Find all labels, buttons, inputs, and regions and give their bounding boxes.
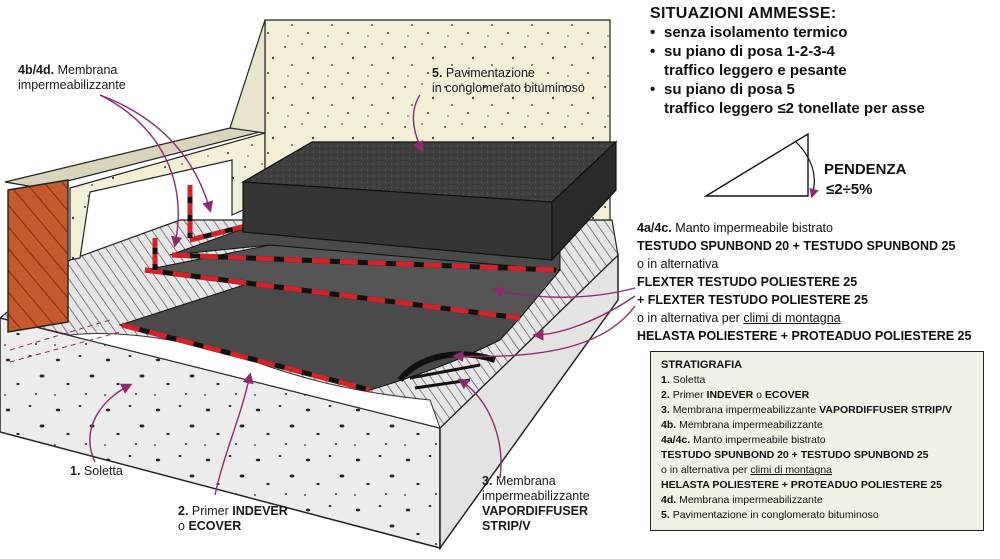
strat-row-6: TESTUDO SPUNBOND 20 + TESTUDO SPUNBOND 2… xyxy=(661,449,929,461)
label-5-text2: in conglomerato bituminoso xyxy=(432,81,585,95)
strat-row-3-num: 3. xyxy=(661,404,670,416)
label-2: 2. Primer INDEVER o ECOVER xyxy=(178,504,288,534)
strat-row-5-text: Manto impermeabile bistrato xyxy=(693,434,826,446)
strat-row-10: 5. Pavimentazione in conglomerato bitumi… xyxy=(661,508,973,523)
strat-row-4-text: Membrana impermeabilizzante xyxy=(679,419,823,431)
label-3-text1: Membrana xyxy=(495,474,556,488)
strat-row-2-bold1: INDEVER xyxy=(706,389,754,401)
label-5-text1: Pavimentazione xyxy=(445,66,535,80)
hidden-edge-lines xyxy=(9,319,121,363)
admitted-situations: SITUAZIONI AMMESSE: senza isolamento ter… xyxy=(650,4,925,118)
strat-row-2-num: 2. xyxy=(661,389,670,401)
specs-line4: FLEXTER TESTUDO POLIESTERE 25 xyxy=(637,275,858,289)
label-2-number: 2. xyxy=(178,504,189,518)
specs-line1-num: 4a/4c. xyxy=(637,221,672,235)
asphalt-side xyxy=(551,140,617,262)
situation-item-2: su piano di posa 1-2-3-4 xyxy=(650,42,925,61)
strat-row-7-u: climi di montagna xyxy=(750,464,833,476)
specs-line6-u: climi di montagna xyxy=(743,311,841,325)
label-1: 1. Soletta xyxy=(70,464,123,479)
strat-row-1: 1. Soletta xyxy=(661,373,973,388)
strat-row-2-text: Primer xyxy=(672,389,704,401)
situation-item-2-detail: traffico leggero e pesante xyxy=(664,62,847,79)
label-2-text1: Primer xyxy=(191,504,229,518)
label-2-text2: o xyxy=(178,519,185,533)
strat-row-2-o: o xyxy=(756,389,762,401)
strat-row-7: o in alternativa per climi di montagna xyxy=(661,463,973,478)
strat-row-8: HELASTA POLIESTERE + PROTEADUO POLIESTER… xyxy=(661,479,942,491)
specs-line3: o in alternativa xyxy=(637,257,719,271)
strat-row-3-bold: VAPORDIFFUSER STRIP/V xyxy=(819,404,952,416)
strat-row-9: 4d. Membrana impermeabilizzante xyxy=(661,493,973,508)
specs-line7: HELASTA POLIESTERE + PROTEADUO POLIESTER… xyxy=(637,329,972,343)
slope-diagram xyxy=(703,132,819,199)
strat-row-10-num: 5. xyxy=(661,509,670,521)
label-2-bold2: ECOVER xyxy=(188,519,242,533)
label-5: 5. Pavimentazione in conglomerato bitumi… xyxy=(432,66,585,96)
situation-item-3: su piano di posa 5 xyxy=(650,80,925,99)
overlap-strips xyxy=(121,185,557,393)
specs-line2: TESTUDO SPUNBOND 20 + TESTUDO SPUNBOND 2… xyxy=(637,239,956,253)
stratigraphy-title: STRATIGRAFIA xyxy=(661,359,743,371)
specs-line6-a: o in alternativa per xyxy=(637,311,740,325)
stratigraphy-box: STRATIGRAFIA 1. Soletta 2. Primer INDEVE… xyxy=(650,351,984,531)
strat-row-5: 4a/4c. Manto impermeabile bistrato xyxy=(661,433,973,448)
situation-item-1: senza isolamento termico xyxy=(650,23,925,42)
label-1-number: 1. xyxy=(70,464,81,478)
situations-title: SITUAZIONI AMMESSE: xyxy=(650,5,837,22)
strat-row-5-num: 4a/4c. xyxy=(661,434,691,446)
strat-row-3: 3. Membrana impermeabilizzante VAPORDIFF… xyxy=(661,403,973,418)
specs-line5: + FLEXTER TESTUDO POLIESTERE 25 xyxy=(637,293,868,307)
strat-row-4-num: 4b. xyxy=(661,419,677,431)
label-3-text2: impermeabilizzante xyxy=(482,489,590,503)
membrane-specs: 4a/4c. Manto impermeabile bistrato TESTU… xyxy=(637,219,971,345)
strat-row-2: 2. Primer INDEVER o ECOVER xyxy=(661,388,973,403)
slope-title: PENDENZA xyxy=(824,161,907,178)
label-3-bold2: STRIP/V xyxy=(482,519,531,533)
label-5-number: 5. xyxy=(432,66,443,80)
label-4b-text2: impermeabilizzante xyxy=(18,78,126,92)
label-2-bold1: INDEVER xyxy=(232,504,288,518)
strat-row-9-text: Membrana impermeabilizzante xyxy=(679,494,823,506)
label-3: 3. Membrana impermeabilizzante VAPORDIFF… xyxy=(482,474,590,534)
label-3-number: 3. xyxy=(482,474,493,488)
label-4b-4d: 4b/4d. Membrana impermeabilizzante xyxy=(18,63,126,93)
slope-value: ≤2÷5% xyxy=(826,181,873,198)
strat-row-9-num: 4d. xyxy=(661,494,677,506)
slope-label: PENDENZA ≤2÷5% xyxy=(824,160,907,200)
label-4b-text1: Membrana xyxy=(57,63,118,77)
situation-item-3-detail: traffico leggero ≤2 tonellate per asse xyxy=(664,100,925,117)
label-1-text: Soletta xyxy=(83,464,123,478)
strat-row-3-text: Membrana impermeabilizzante xyxy=(672,404,817,416)
strat-row-2-bold2: ECOVER xyxy=(764,389,810,401)
leader-arrows xyxy=(89,94,636,496)
label-3-bold1: VAPORDIFFUSER xyxy=(482,504,589,518)
strat-row-7-a: o in alternativa per xyxy=(661,464,748,476)
label-4b-number: 4b/4d. xyxy=(18,63,55,77)
strat-row-1-num: 1. xyxy=(661,374,670,386)
parapet-wall-corner xyxy=(229,19,266,134)
specs-line1-text: Manto impermeabile bistrato xyxy=(675,221,833,235)
brick-column xyxy=(7,179,69,333)
strat-row-1-text: Soletta xyxy=(672,374,706,386)
strat-row-10-text: Pavimentazione in conglomerato bituminos… xyxy=(672,509,879,521)
strat-row-4: 4b. Membrana impermeabilizzante xyxy=(661,418,973,433)
